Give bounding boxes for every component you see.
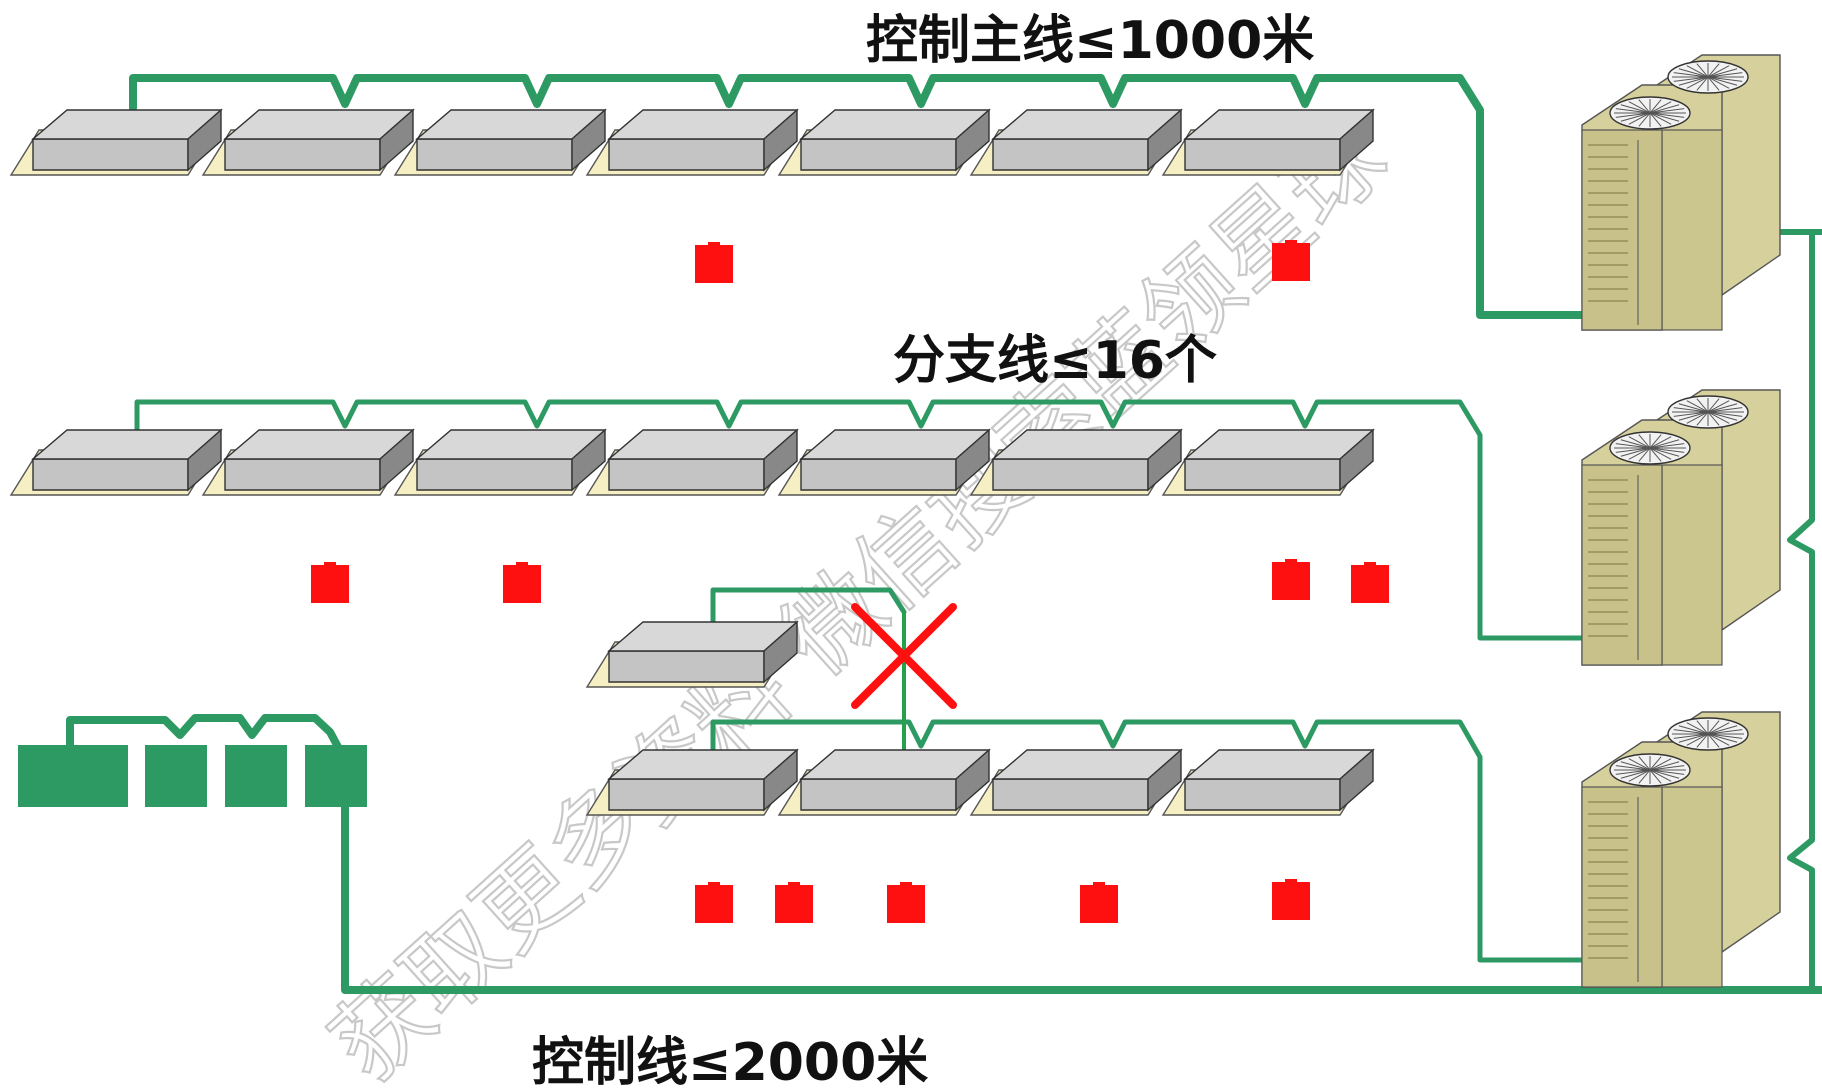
central-control-line — [341, 786, 1822, 994]
wired-controller-icon — [1272, 559, 1310, 600]
watermark-text: 获取更多资料 微信搜索蓝领星球 — [310, 99, 1406, 1086]
cassette-indoor-unit-icon — [585, 108, 799, 176]
wired-controller-icon — [775, 882, 813, 923]
branch-line-label: 分支线≤16个 — [893, 331, 1217, 391]
cassette-indoor-unit-icon — [393, 428, 607, 496]
cassette-indoor-unit-icon — [969, 108, 1183, 176]
central-controller-icon — [18, 745, 128, 807]
red-x-icon — [851, 603, 957, 709]
vrf-outdoor-unit-icon — [1581, 389, 1781, 666]
invalid-branch-line — [710, 587, 907, 655]
wired-controller-icon — [1080, 882, 1118, 923]
cassette-indoor-unit-icon — [585, 620, 799, 688]
main-line-label: 控制主线≤1000米 — [866, 11, 1314, 71]
cassette-indoor-unit-icon — [9, 108, 223, 176]
vrf-outdoor-unit-icon — [1581, 711, 1781, 988]
watermark: 获取更多资料 微信搜索蓝领星球 — [309, 98, 1408, 1090]
central-controller-icon — [145, 745, 207, 807]
cassette-indoor-unit-icon — [777, 428, 991, 496]
cassette-indoor-unit-icon — [777, 108, 991, 176]
cassette-indoor-unit-icon — [9, 428, 223, 496]
vrf-outdoor-unit-icon — [1581, 54, 1781, 331]
wired-controller-icon — [1272, 879, 1310, 920]
cassette-indoor-unit-icon — [1161, 108, 1375, 176]
cassette-indoor-unit-icon — [777, 748, 991, 816]
wired-controller-icon — [503, 562, 541, 603]
wired-controller-icon — [695, 242, 733, 283]
control-line-label: 控制线≤2000米 — [532, 1033, 928, 1086]
main-control-line — [129, 74, 1632, 319]
central-controller-icon — [225, 745, 287, 807]
cassette-indoor-unit-icon — [201, 108, 415, 176]
cassette-indoor-unit-icon — [585, 748, 799, 816]
outdoor-link-spine — [1787, 229, 1815, 993]
cassette-indoor-unit-icon — [585, 428, 799, 496]
wired-controller-icon — [695, 882, 733, 923]
wired-controller-icon — [1351, 562, 1389, 603]
cassette-indoor-unit-icon — [1161, 748, 1375, 816]
wired-controller-icon — [1272, 240, 1310, 281]
cassette-indoor-unit-icon — [393, 108, 607, 176]
wired-controller-icon — [887, 882, 925, 923]
wired-controllers — [311, 240, 1389, 923]
indoor-units — [9, 108, 1375, 816]
branch-line-row-3 — [710, 719, 1631, 963]
branch-line-row-2 — [134, 399, 1631, 641]
wired-controller-icon — [311, 562, 349, 603]
cassette-indoor-unit-icon — [969, 748, 1183, 816]
central-controller-icon — [305, 745, 367, 807]
outdoor-units — [1581, 54, 1781, 988]
central-controllers — [18, 745, 367, 807]
cassette-indoor-unit-icon — [201, 428, 415, 496]
cassette-indoor-unit-icon — [969, 428, 1183, 496]
central-controller-link — [66, 714, 349, 764]
cassette-indoor-unit-icon — [1161, 428, 1375, 496]
